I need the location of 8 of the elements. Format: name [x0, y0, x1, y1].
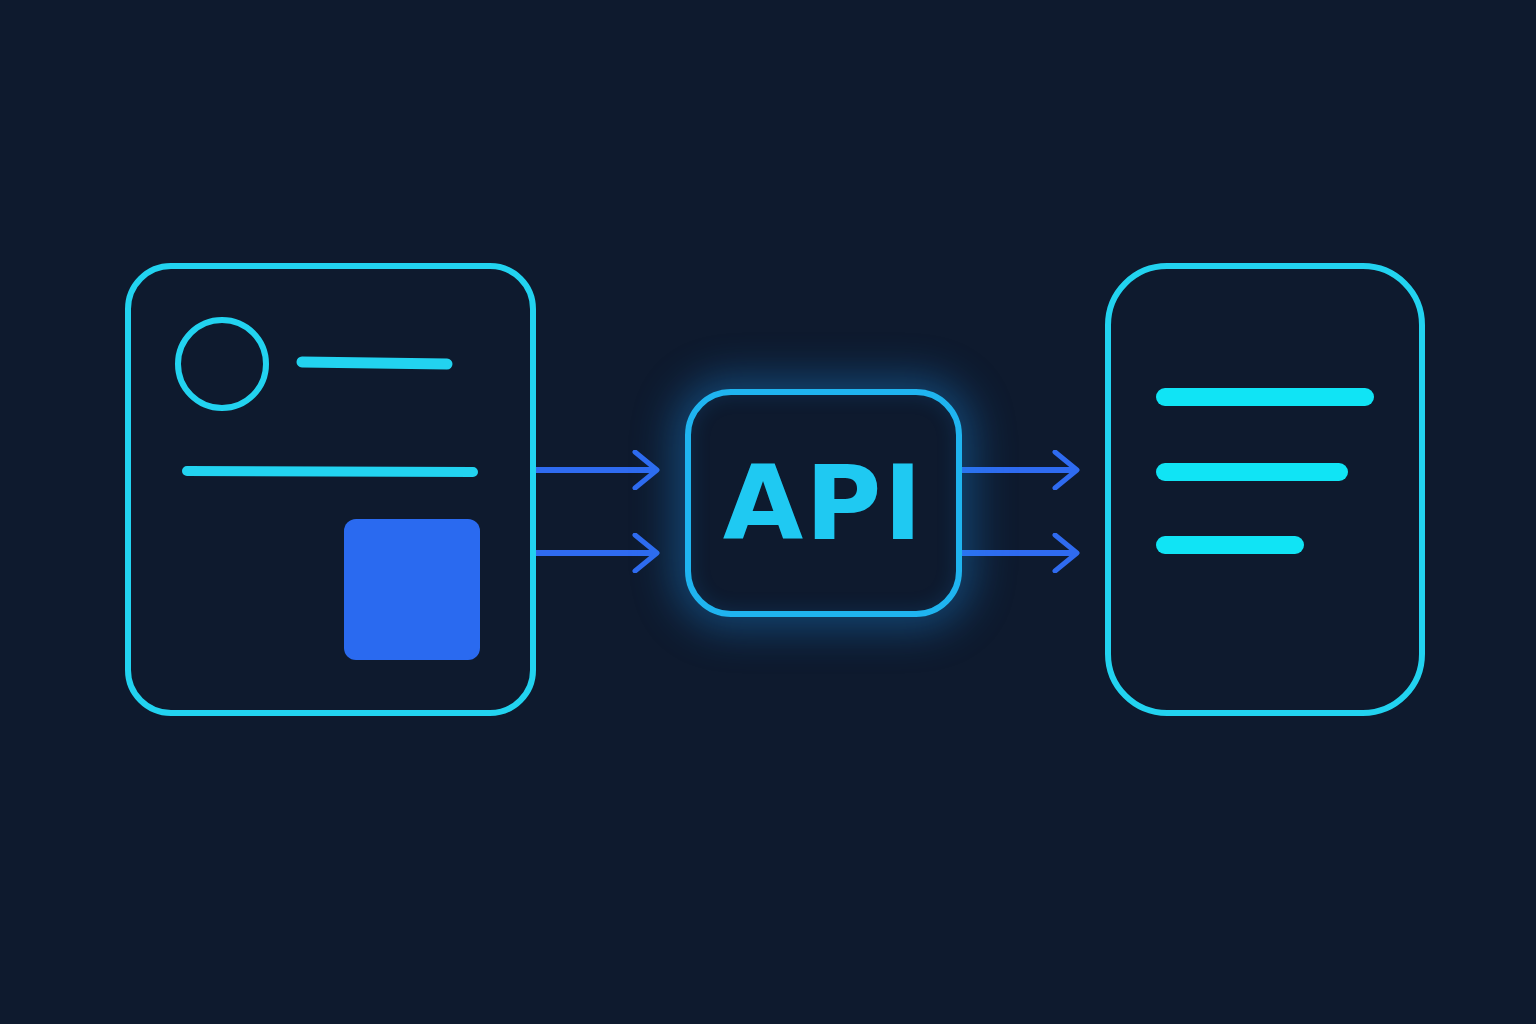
panel-box: [1105, 263, 1425, 716]
arrow: [536, 532, 660, 574]
process-box: [685, 389, 962, 617]
panel-box: [125, 263, 536, 716]
arrow: [962, 532, 1080, 574]
api-label: API: [722, 451, 925, 555]
arrow: [536, 449, 660, 491]
arrow: [962, 449, 1080, 491]
